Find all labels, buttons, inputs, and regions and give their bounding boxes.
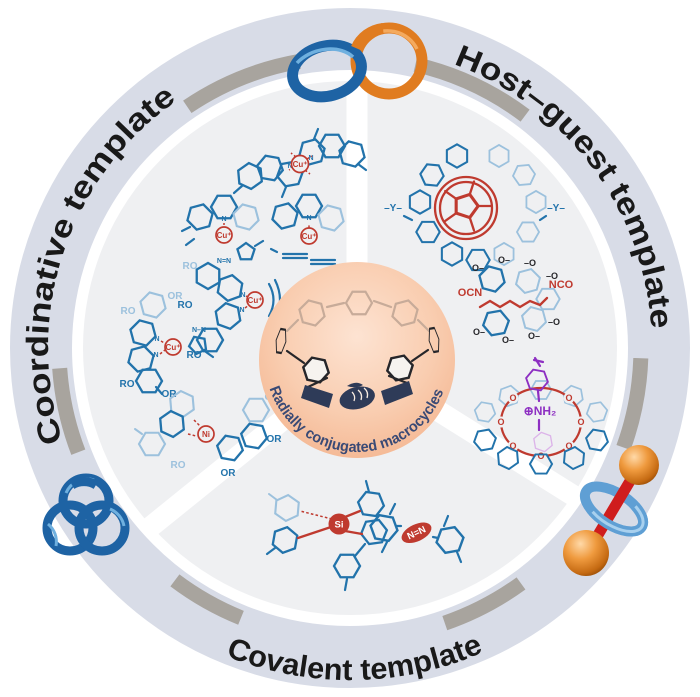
copper-label: Cu⁺	[217, 231, 232, 240]
nitrogen-label: N	[154, 336, 159, 343]
azo-unit: N=N	[401, 522, 432, 544]
rotaxane-icon	[563, 445, 659, 576]
isocyanate-label: NCO	[549, 279, 574, 291]
handshake-icon	[301, 381, 413, 410]
y-linker-label: –Y–	[547, 203, 565, 214]
or-label: OR	[162, 389, 178, 400]
methoxy-label: O–	[473, 327, 485, 337]
crown-o-label: O	[577, 417, 584, 427]
methoxy-label: –O	[546, 271, 558, 281]
trefoil-knot-icon	[42, 473, 130, 556]
center-macrocycle-illustration	[272, 290, 443, 410]
ro-label: RO	[121, 306, 136, 317]
methoxy-label: O–	[472, 263, 484, 273]
catenane-icon	[287, 22, 428, 103]
methoxy-label: O–	[498, 255, 510, 265]
structure-cu-pyridine-triazole: N Cu⁺ N=N	[180, 194, 265, 265]
silicon-label: Si	[335, 520, 344, 531]
center-circle	[259, 262, 455, 458]
ro-label: RO	[171, 460, 186, 471]
structure-azobenzene-template: N=N	[367, 502, 467, 564]
copper-label: Cu⁺	[302, 232, 317, 241]
azo-label: N=N	[217, 258, 231, 265]
crown-o-label: O	[537, 451, 544, 461]
host-guest-sector-structures: –Y– –Y– O– O– –O –O O– O– O– –O OCN NCO	[384, 140, 611, 475]
ammonium-label: ⊕NH₂	[524, 404, 557, 418]
methoxy-label: –O	[524, 258, 536, 268]
methoxy-label: O–	[502, 335, 514, 345]
structure-cu-pyridine-alkyne: N Cu⁺	[268, 193, 348, 271]
crown-o-label: O	[565, 393, 572, 403]
y-linker-label: –Y–	[384, 203, 402, 214]
coordinative-sector-structures: N N Cu⁺ N Cu⁺ N=N	[120, 127, 369, 479]
crown-o-label: O	[497, 417, 504, 427]
nitrogen-label: N	[153, 352, 158, 359]
structure-silicon-spiro-template: Si	[265, 479, 390, 592]
crown-o-label: O	[565, 441, 572, 451]
structure-cu-bisphenanthroline: N N Cu⁺	[232, 127, 369, 199]
structure-cu-bipyridine-triazole: OR RO N N Cu⁺ N–N RO OR	[120, 289, 215, 400]
copper-label: Cu⁺	[248, 296, 263, 305]
nitrogen-label: N	[239, 307, 244, 314]
ro-label: RO	[187, 350, 202, 361]
or-label: OR	[221, 468, 237, 479]
triazole-label: N–N	[192, 327, 206, 334]
dash-arc	[616, 357, 649, 451]
dash-arc	[183, 54, 301, 114]
or-label: OR	[267, 434, 283, 445]
crown-ether-oxygens: O O O O O O O	[495, 392, 587, 462]
isocyanate-label: OCN	[458, 287, 483, 299]
structure-crown-ether-ammonium-nanohoop: O O O O O O O ⊕NH₂	[471, 356, 611, 475]
dash-arc	[52, 367, 86, 455]
crown-o-label: O	[509, 393, 516, 403]
structure-fullerene-nanohoop: –Y– –Y–	[384, 140, 565, 272]
outer-ring	[10, 8, 690, 688]
crown-o-label: O	[509, 441, 516, 451]
ro-label: RO	[183, 261, 198, 272]
nitrogen-label: N	[287, 163, 292, 170]
fullerene-guest	[433, 175, 499, 241]
ro-label: RO	[120, 379, 135, 390]
covalent-sector-structures: Si N=N	[265, 479, 467, 592]
silicon-center	[328, 513, 350, 535]
nitrogen-label: N	[306, 215, 311, 222]
dash-arc	[170, 574, 244, 625]
methoxy-label: O–	[528, 331, 540, 341]
nitrogen-label: N	[240, 292, 245, 299]
dash-arc	[442, 577, 526, 631]
ro-label: RO	[178, 300, 193, 311]
methoxy-label: –O	[548, 317, 560, 327]
nickel-label: Ni	[202, 430, 210, 439]
dash-arcs	[52, 54, 649, 631]
structure-pillararene-diisocyanate: O– O– –O –O O– O– O– –O OCN NCO	[458, 255, 574, 345]
copper-label: Cu⁺	[166, 343, 181, 352]
copper-label: Cu⁺	[293, 160, 308, 169]
nitrogen-label: N	[221, 216, 226, 223]
ammonium-guest: ⊕NH₂	[523, 356, 557, 454]
nitrogen-label: N	[308, 155, 313, 162]
or-label: OR	[168, 291, 184, 302]
